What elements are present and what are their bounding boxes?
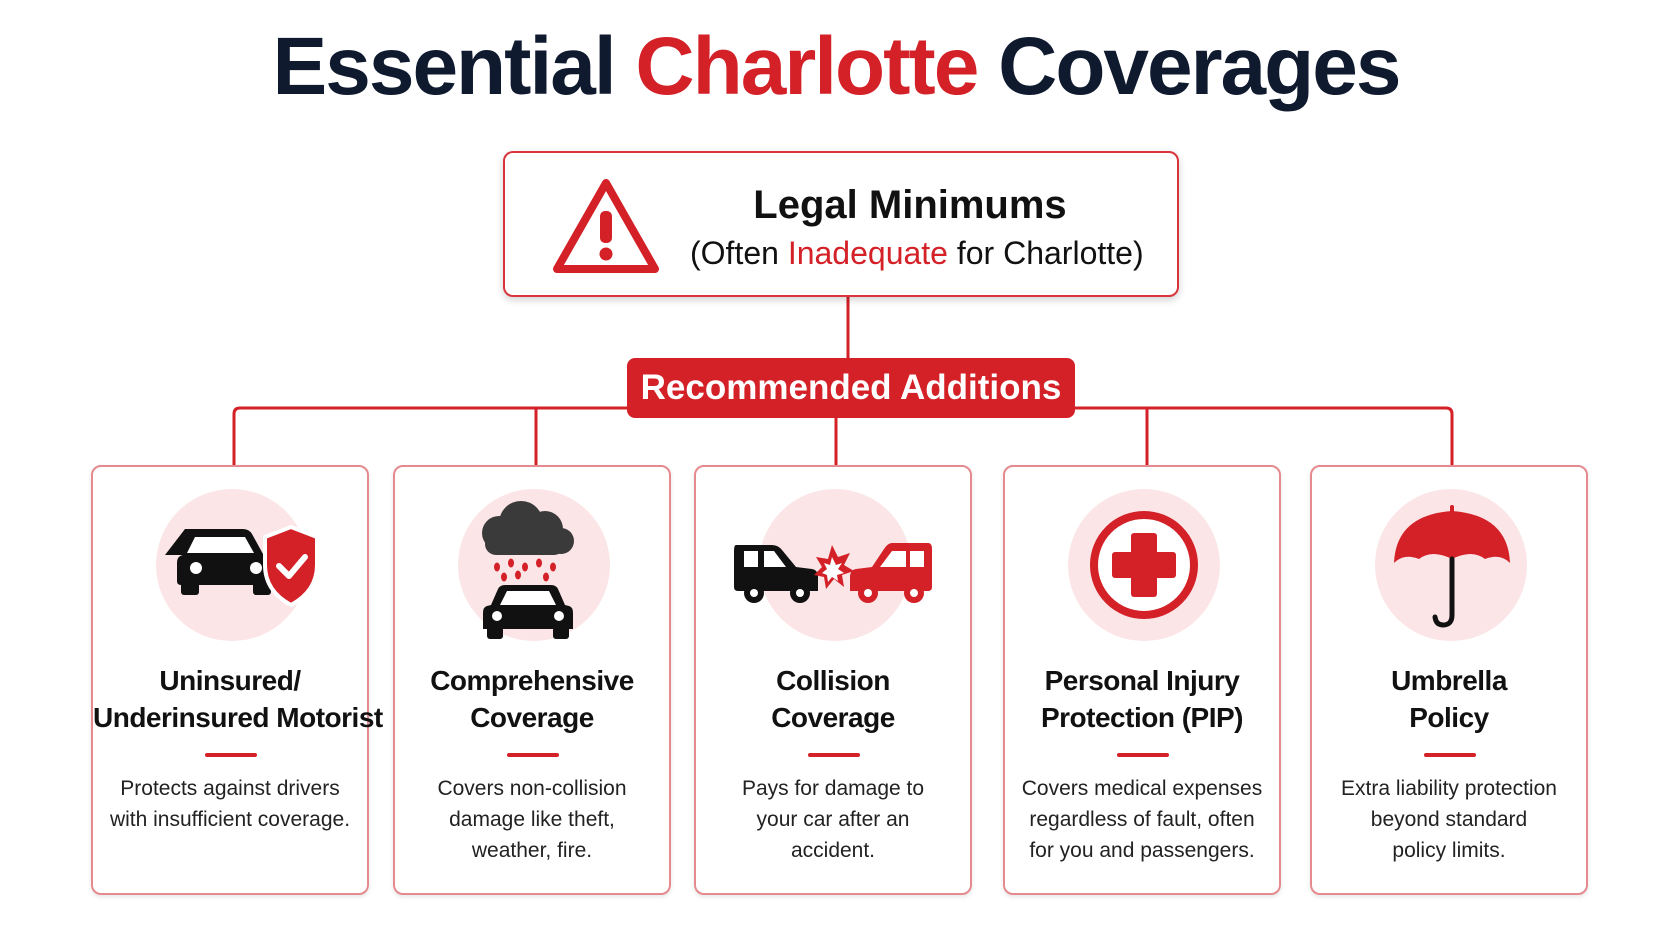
card-title-line: Collision bbox=[776, 665, 890, 696]
coverage-card-umbrella: Umbrella Policy Extra liability protecti… bbox=[1310, 465, 1588, 895]
card-title-line: Protection (PIP) bbox=[1040, 702, 1244, 733]
card-title-line: Coverage bbox=[470, 702, 594, 733]
page-title: Essential Charlotte Coverages bbox=[0, 20, 1672, 114]
card-desc-line: Protects against drivers bbox=[120, 777, 340, 800]
card-divider bbox=[1424, 753, 1476, 757]
card-divider bbox=[808, 753, 860, 757]
umbrella-icon bbox=[1394, 505, 1510, 628]
legal-minimums-subtitle: (Often Inadequate for Charlotte) bbox=[690, 231, 1144, 275]
legal-minimums-box: Legal Minimums (Often Inadequate for Cha… bbox=[503, 151, 1179, 297]
card-desc-line: weather, fire. bbox=[471, 839, 593, 862]
card-title-line: Policy bbox=[1409, 702, 1489, 733]
coverage-card-collision: Collision Coverage Pays for damage to yo… bbox=[694, 465, 972, 895]
card-description: Extra liability protection beyond standa… bbox=[1322, 773, 1576, 866]
card-title: Umbrella Policy bbox=[1312, 662, 1586, 736]
card-desc-line: Covers medical expenses bbox=[1021, 777, 1263, 800]
legal-minimums-title: Legal Minimums bbox=[753, 183, 1067, 227]
car-crash-icon bbox=[734, 543, 932, 603]
coverage-card-uninsured-motorist: Uninsured/ Underinsured Motorist Protect… bbox=[91, 465, 383, 895]
card-description: Protects against drivers with insufficie… bbox=[103, 773, 357, 835]
legal-subtitle-highlight: Inadequate bbox=[787, 235, 948, 271]
card-divider bbox=[507, 753, 559, 757]
card-title: Comprehensive Coverage bbox=[395, 662, 669, 736]
card-description: Covers medical expenses regardless of fa… bbox=[1015, 773, 1269, 866]
warning-triangle-icon bbox=[553, 179, 659, 273]
card-divider bbox=[205, 753, 257, 757]
card-title-line: Uninsured/ bbox=[159, 665, 301, 696]
card-desc-line: your car after an bbox=[756, 808, 910, 831]
coverage-card-comprehensive: Comprehensive Coverage Covers non-collis… bbox=[393, 465, 671, 895]
medical-cross-icon bbox=[1090, 511, 1198, 619]
card-desc-line: policy limits. bbox=[1392, 839, 1506, 862]
card-desc-line: Extra liability protection bbox=[1341, 777, 1557, 800]
coverage-card-pip: Personal Injury Protection (PIP) Covers … bbox=[1003, 465, 1281, 895]
card-desc-line: regardless of fault, often bbox=[1029, 808, 1255, 831]
card-title: Uninsured/ Underinsured Motorist bbox=[93, 662, 383, 736]
title-part-2: Charlotte bbox=[635, 21, 979, 112]
card-desc-line: accident. bbox=[790, 839, 876, 862]
storm-car-icon bbox=[482, 501, 574, 639]
card-desc-line: Covers non-collision bbox=[437, 777, 627, 800]
card-title-line: Umbrella bbox=[1391, 665, 1507, 696]
title-part-1: Essential bbox=[272, 21, 636, 112]
card-title: Collision Coverage bbox=[696, 662, 970, 736]
card-title-line: Underinsured Motorist bbox=[93, 702, 383, 733]
recommended-additions-banner: Recommended Additions bbox=[627, 358, 1075, 418]
card-desc-line: Pays for damage to bbox=[741, 777, 925, 800]
legal-subtitle-post: for Charlotte) bbox=[947, 235, 1144, 271]
title-part-3: Coverages bbox=[977, 21, 1401, 112]
card-desc-line: beyond standard bbox=[1370, 808, 1528, 831]
car-shield-icon bbox=[165, 524, 319, 608]
card-desc-line: damage like theft, bbox=[449, 808, 615, 831]
card-title-line: Personal Injury bbox=[1044, 665, 1240, 696]
legal-minimums-text: Legal Minimums (Often Inadequate for Cha… bbox=[690, 181, 1144, 275]
card-divider bbox=[1117, 753, 1169, 757]
card-title: Personal Injury Protection (PIP) bbox=[1005, 662, 1279, 736]
card-description: Covers non-collision damage like theft, … bbox=[405, 773, 659, 866]
card-description: Pays for damage to your car after an acc… bbox=[706, 773, 960, 866]
card-desc-line: for you and passengers. bbox=[1029, 839, 1255, 862]
card-desc-line: with insufficient coverage. bbox=[109, 808, 351, 831]
legal-subtitle-pre: (Often bbox=[690, 235, 788, 271]
card-title-line: Comprehensive bbox=[430, 665, 634, 696]
card-title-line: Coverage bbox=[771, 702, 895, 733]
